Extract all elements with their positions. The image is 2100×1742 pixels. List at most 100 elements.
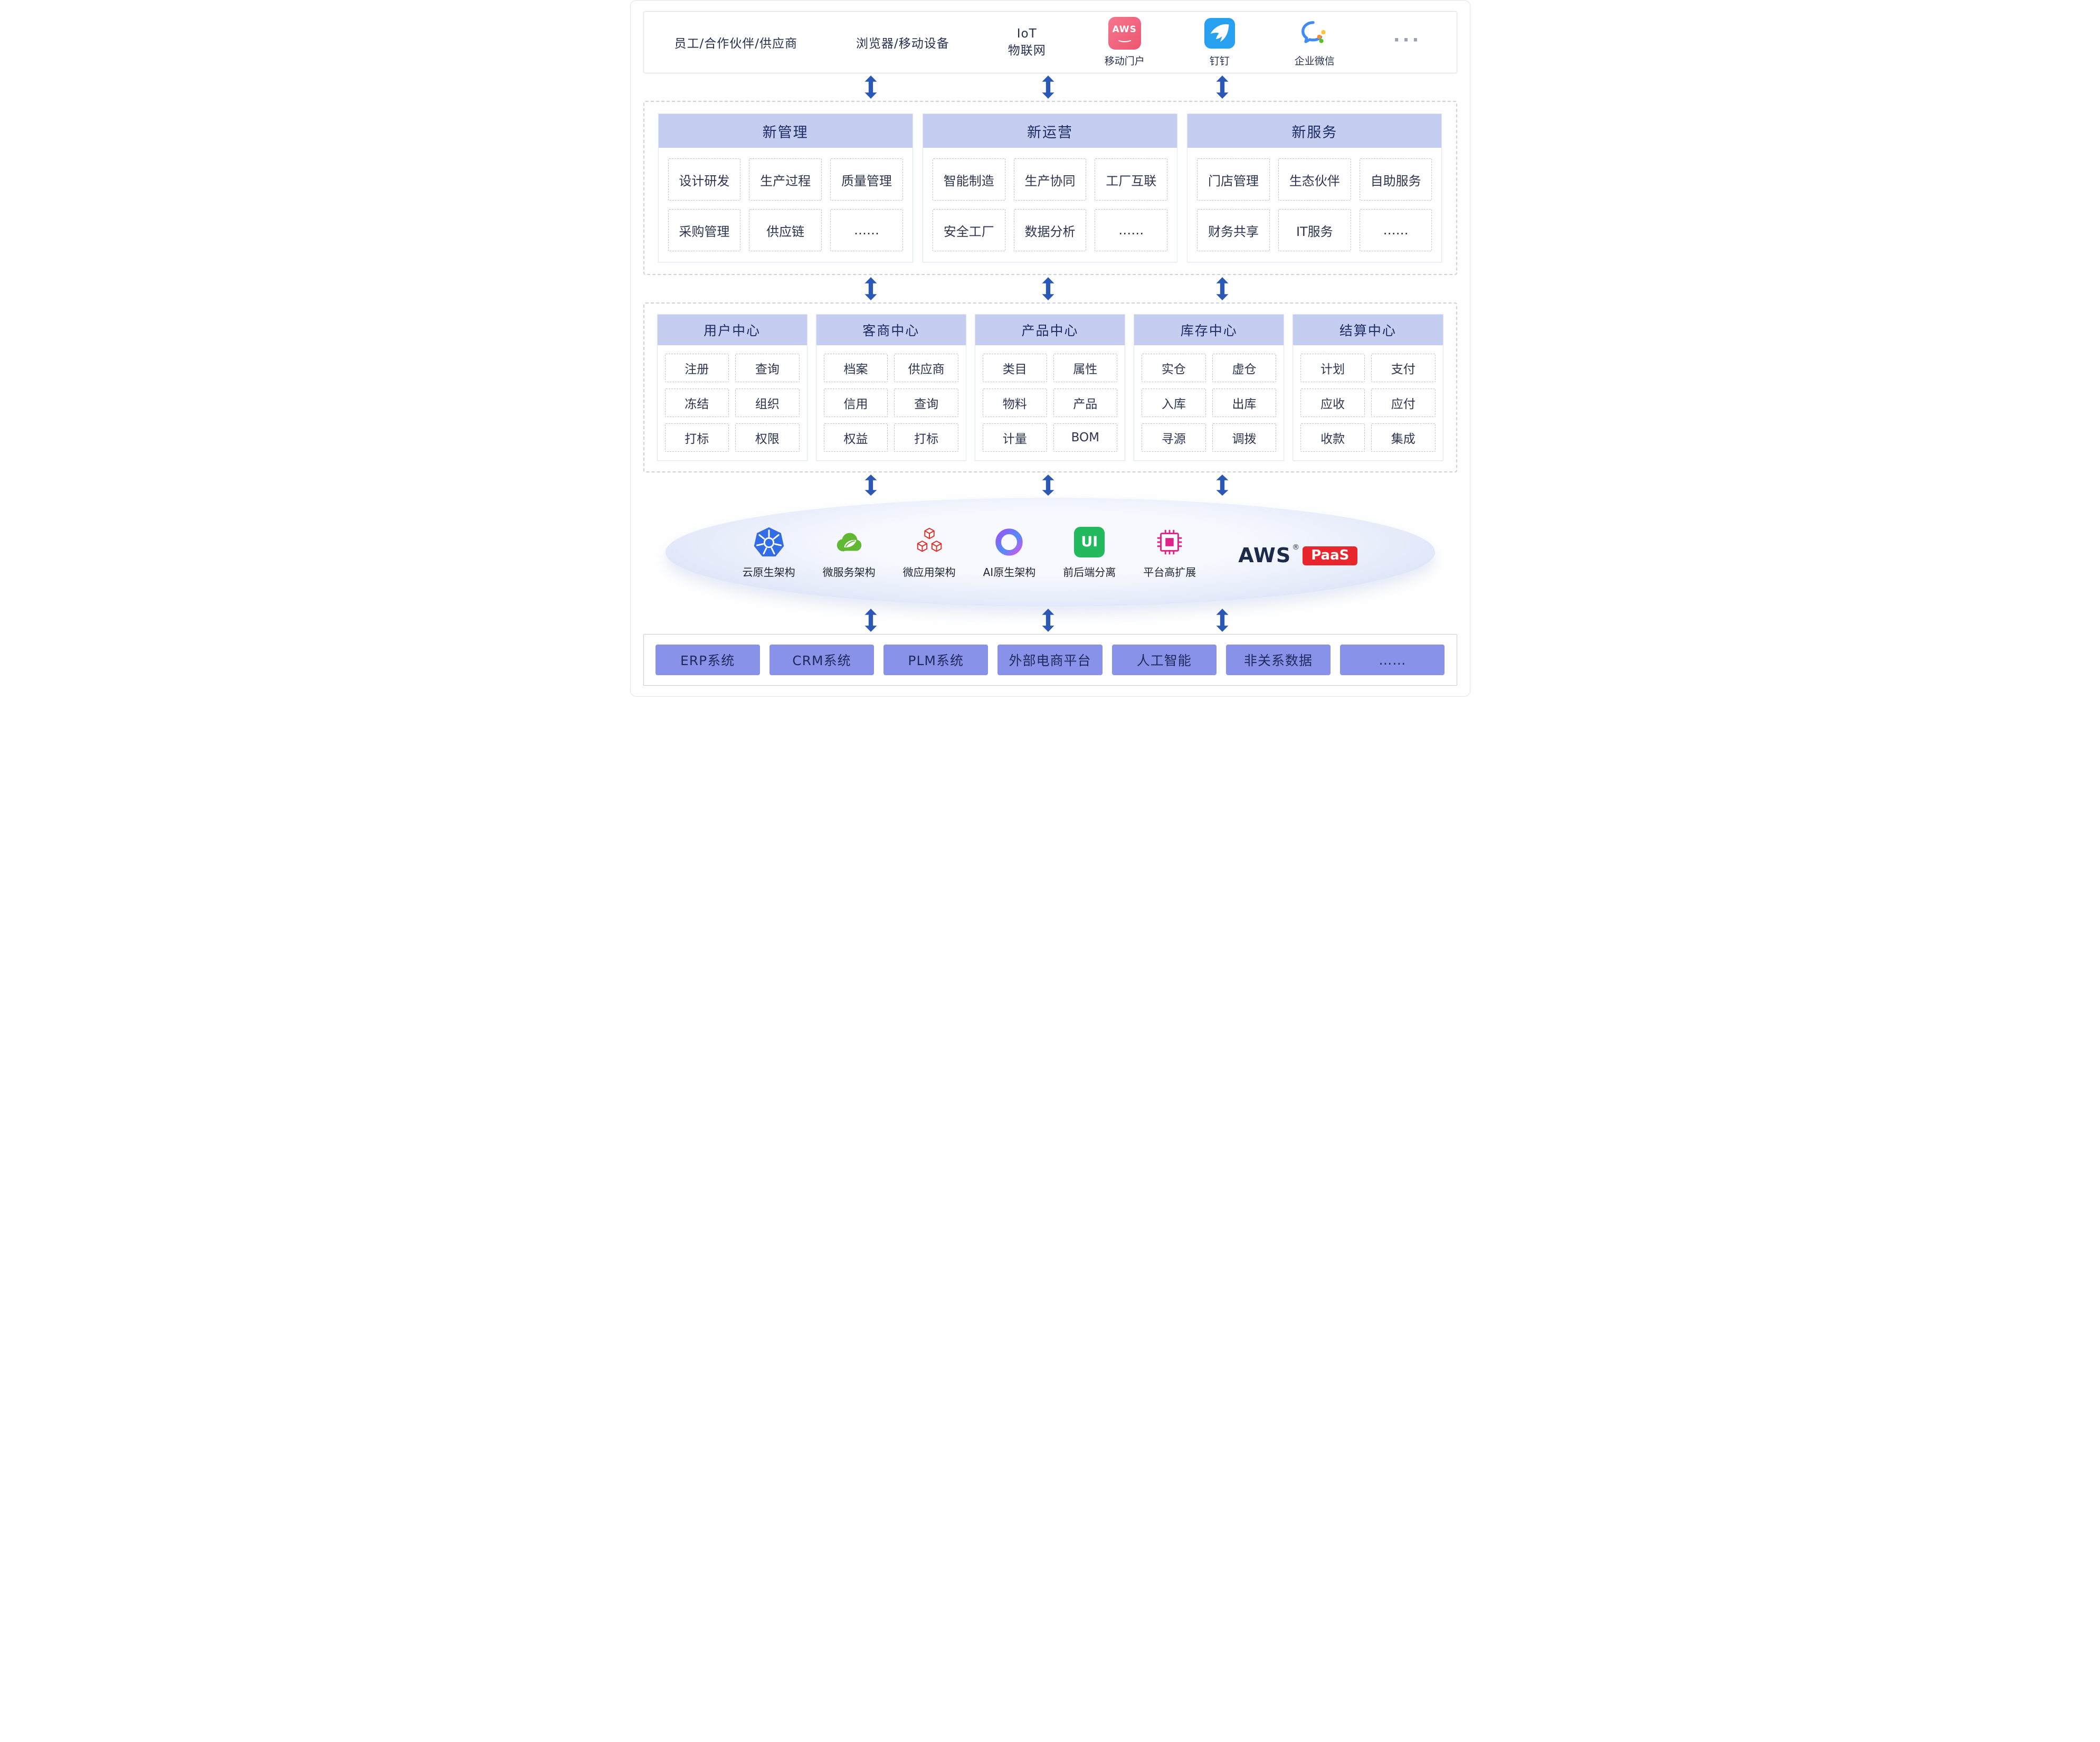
platform-item-label: 微服务架构 <box>822 565 876 579</box>
center-item: 组织 <box>735 389 800 417</box>
center-item: 供应商 <box>894 354 958 382</box>
center-item: 实仓 <box>1142 354 1206 382</box>
platform-item-label: 云原生架构 <box>742 565 795 579</box>
arrow-row-4 <box>643 607 1457 634</box>
double-arrow-icon <box>864 609 878 632</box>
center-layer: 用户中心 注册 查询 冻结 组织 打标 权限 客商中心 档案 供应商 信用 查询… <box>643 302 1457 472</box>
ui-icon: UI <box>1074 526 1105 557</box>
users-label: 员工/合作伙伴/供应商 <box>674 37 797 51</box>
platform-item-label: 前后端分离 <box>1063 565 1116 579</box>
double-arrow-icon <box>1042 475 1055 496</box>
arrow-row-2 <box>643 275 1457 302</box>
double-arrow-icon <box>1042 75 1055 99</box>
system-item-crm: CRM系统 <box>769 645 875 675</box>
double-arrow-icon <box>1216 609 1229 632</box>
center-item: 冻结 <box>664 389 729 417</box>
center-item: 打标 <box>664 423 729 452</box>
aws-paas-logo: AWS ® PaaS <box>1238 539 1358 567</box>
center-item: 应收 <box>1300 389 1365 417</box>
center-header: 用户中心 <box>657 315 807 345</box>
platform-item-label: 平台高扩展 <box>1143 565 1196 579</box>
capability-item: 采购管理 <box>668 209 741 251</box>
center-header: 结算中心 <box>1293 315 1443 345</box>
capability-item: …… <box>830 209 903 251</box>
center-item: 集成 <box>1371 423 1436 452</box>
center-item: 入库 <box>1142 389 1206 417</box>
center-header: 客商中心 <box>816 315 966 345</box>
business-layer: 新管理 设计研发 生产过程 质量管理 采购管理 供应链 …… 新运营 智能制造 … <box>643 101 1457 275</box>
center-item: 注册 <box>664 354 729 382</box>
dingtalk: 钉钉 <box>1203 17 1236 68</box>
business-group-operation: 新运营 智能制造 生产协同 工厂互联 安全工厂 数据分析 …… <box>922 113 1178 262</box>
capability-item: 生态伙伴 <box>1278 158 1351 201</box>
group-header: 新管理 <box>658 114 913 148</box>
center-item: 属性 <box>1053 354 1118 382</box>
capability-item: 设计研发 <box>668 158 741 201</box>
ui-badge-text: UI <box>1081 534 1098 550</box>
center-items: 档案 供应商 信用 查询 权益 打标 <box>816 345 966 460</box>
registered-mark: ® <box>1292 543 1300 552</box>
platform-item-scalable: 平台高扩展 <box>1143 526 1196 579</box>
business-group-management: 新管理 设计研发 生产过程 质量管理 采购管理 供应链 …… <box>658 113 913 262</box>
mobile-portal: AWS 移动门户 <box>1105 17 1145 68</box>
center-items: 实仓 虚仓 入库 出库 寻源 调拨 <box>1134 345 1284 460</box>
aws-mobile-portal-icon: AWS <box>1108 17 1141 50</box>
group-items: 智能制造 生产协同 工厂互联 安全工厂 数据分析 …… <box>923 148 1177 262</box>
double-arrow-icon <box>1216 75 1229 99</box>
capability-item: 工厂互联 <box>1095 158 1168 201</box>
platform-item-microservice: 微服务架构 <box>823 526 876 579</box>
center-item: 虚仓 <box>1212 354 1277 382</box>
system-item-more: …… <box>1340 645 1445 675</box>
center-item: 产品 <box>1053 389 1118 417</box>
wechat-work-icon <box>1298 17 1331 50</box>
center-header: 库存中心 <box>1134 315 1284 345</box>
double-arrow-icon <box>864 475 878 496</box>
center-items: 类目 属性 物料 产品 计量 BOM <box>975 345 1125 460</box>
center-item: 权限 <box>735 423 800 452</box>
center-item: 查询 <box>735 354 800 382</box>
capability-item: 数据分析 <box>1013 209 1087 251</box>
arrow-row-1 <box>643 73 1457 101</box>
capability-item: 质量管理 <box>830 158 903 201</box>
double-arrow-icon <box>1216 277 1229 300</box>
center-item: 寻源 <box>1142 423 1206 452</box>
dingtalk-label: 钉钉 <box>1209 55 1230 67</box>
iot-label: IoT 物联网 <box>1008 25 1046 59</box>
capability-item: 供应链 <box>749 209 822 251</box>
capability-item: 门店管理 <box>1197 158 1270 201</box>
capability-item: …… <box>1095 209 1168 251</box>
platform-item-cloud-native: 云原生架构 <box>743 526 795 579</box>
center-items: 计划 支付 应收 应付 收款 集成 <box>1293 345 1442 460</box>
business-group-service: 新服务 门店管理 生态伙伴 自助服务 财务共享 IT服务 …… <box>1187 113 1442 262</box>
platform-item-microapp: 微应用架构 <box>903 526 956 579</box>
center-item: 应付 <box>1371 389 1436 417</box>
more-ellipsis: ··· <box>1393 30 1422 51</box>
double-arrow-icon <box>864 277 878 300</box>
center-item: 物料 <box>982 389 1047 417</box>
aws-brand-text: AWS <box>1238 544 1291 567</box>
center-item: 打标 <box>894 423 958 452</box>
dingtalk-icon <box>1203 17 1236 50</box>
center-group-merchant: 客商中心 档案 供应商 信用 查询 权益 打标 <box>815 314 966 461</box>
system-layer: ERP系统 CRM系统 PLM系统 外部电商平台 人工智能 非关系数据 …… <box>643 634 1457 686</box>
mobile-portal-label: 移动门户 <box>1104 55 1145 67</box>
micro-app-cubes-icon <box>913 526 946 558</box>
system-item-erp: ERP系统 <box>655 645 760 675</box>
capability-item: 生产协同 <box>1013 158 1087 201</box>
kubernetes-icon <box>753 526 785 558</box>
chip-icon <box>1153 526 1186 558</box>
center-item: 计量 <box>982 423 1047 452</box>
group-header: 新运营 <box>923 114 1177 148</box>
capability-item: …… <box>1359 209 1432 251</box>
system-item-plm: PLM系统 <box>883 645 989 675</box>
center-group-inventory: 库存中心 实仓 虚仓 入库 出库 寻源 调拨 <box>1134 314 1285 461</box>
group-header: 新服务 <box>1187 114 1442 148</box>
wechat-work-label: 企业微信 <box>1294 55 1335 67</box>
center-item: 计划 <box>1300 354 1365 382</box>
paas-badge: PaaS <box>1303 546 1358 565</box>
capability-item: 生产过程 <box>749 158 822 201</box>
iot-line2: 物联网 <box>1008 44 1046 58</box>
center-item: 收款 <box>1300 423 1365 452</box>
platform-item-ai-native: AI原生架构 <box>983 526 1035 579</box>
center-item: 查询 <box>894 389 958 417</box>
